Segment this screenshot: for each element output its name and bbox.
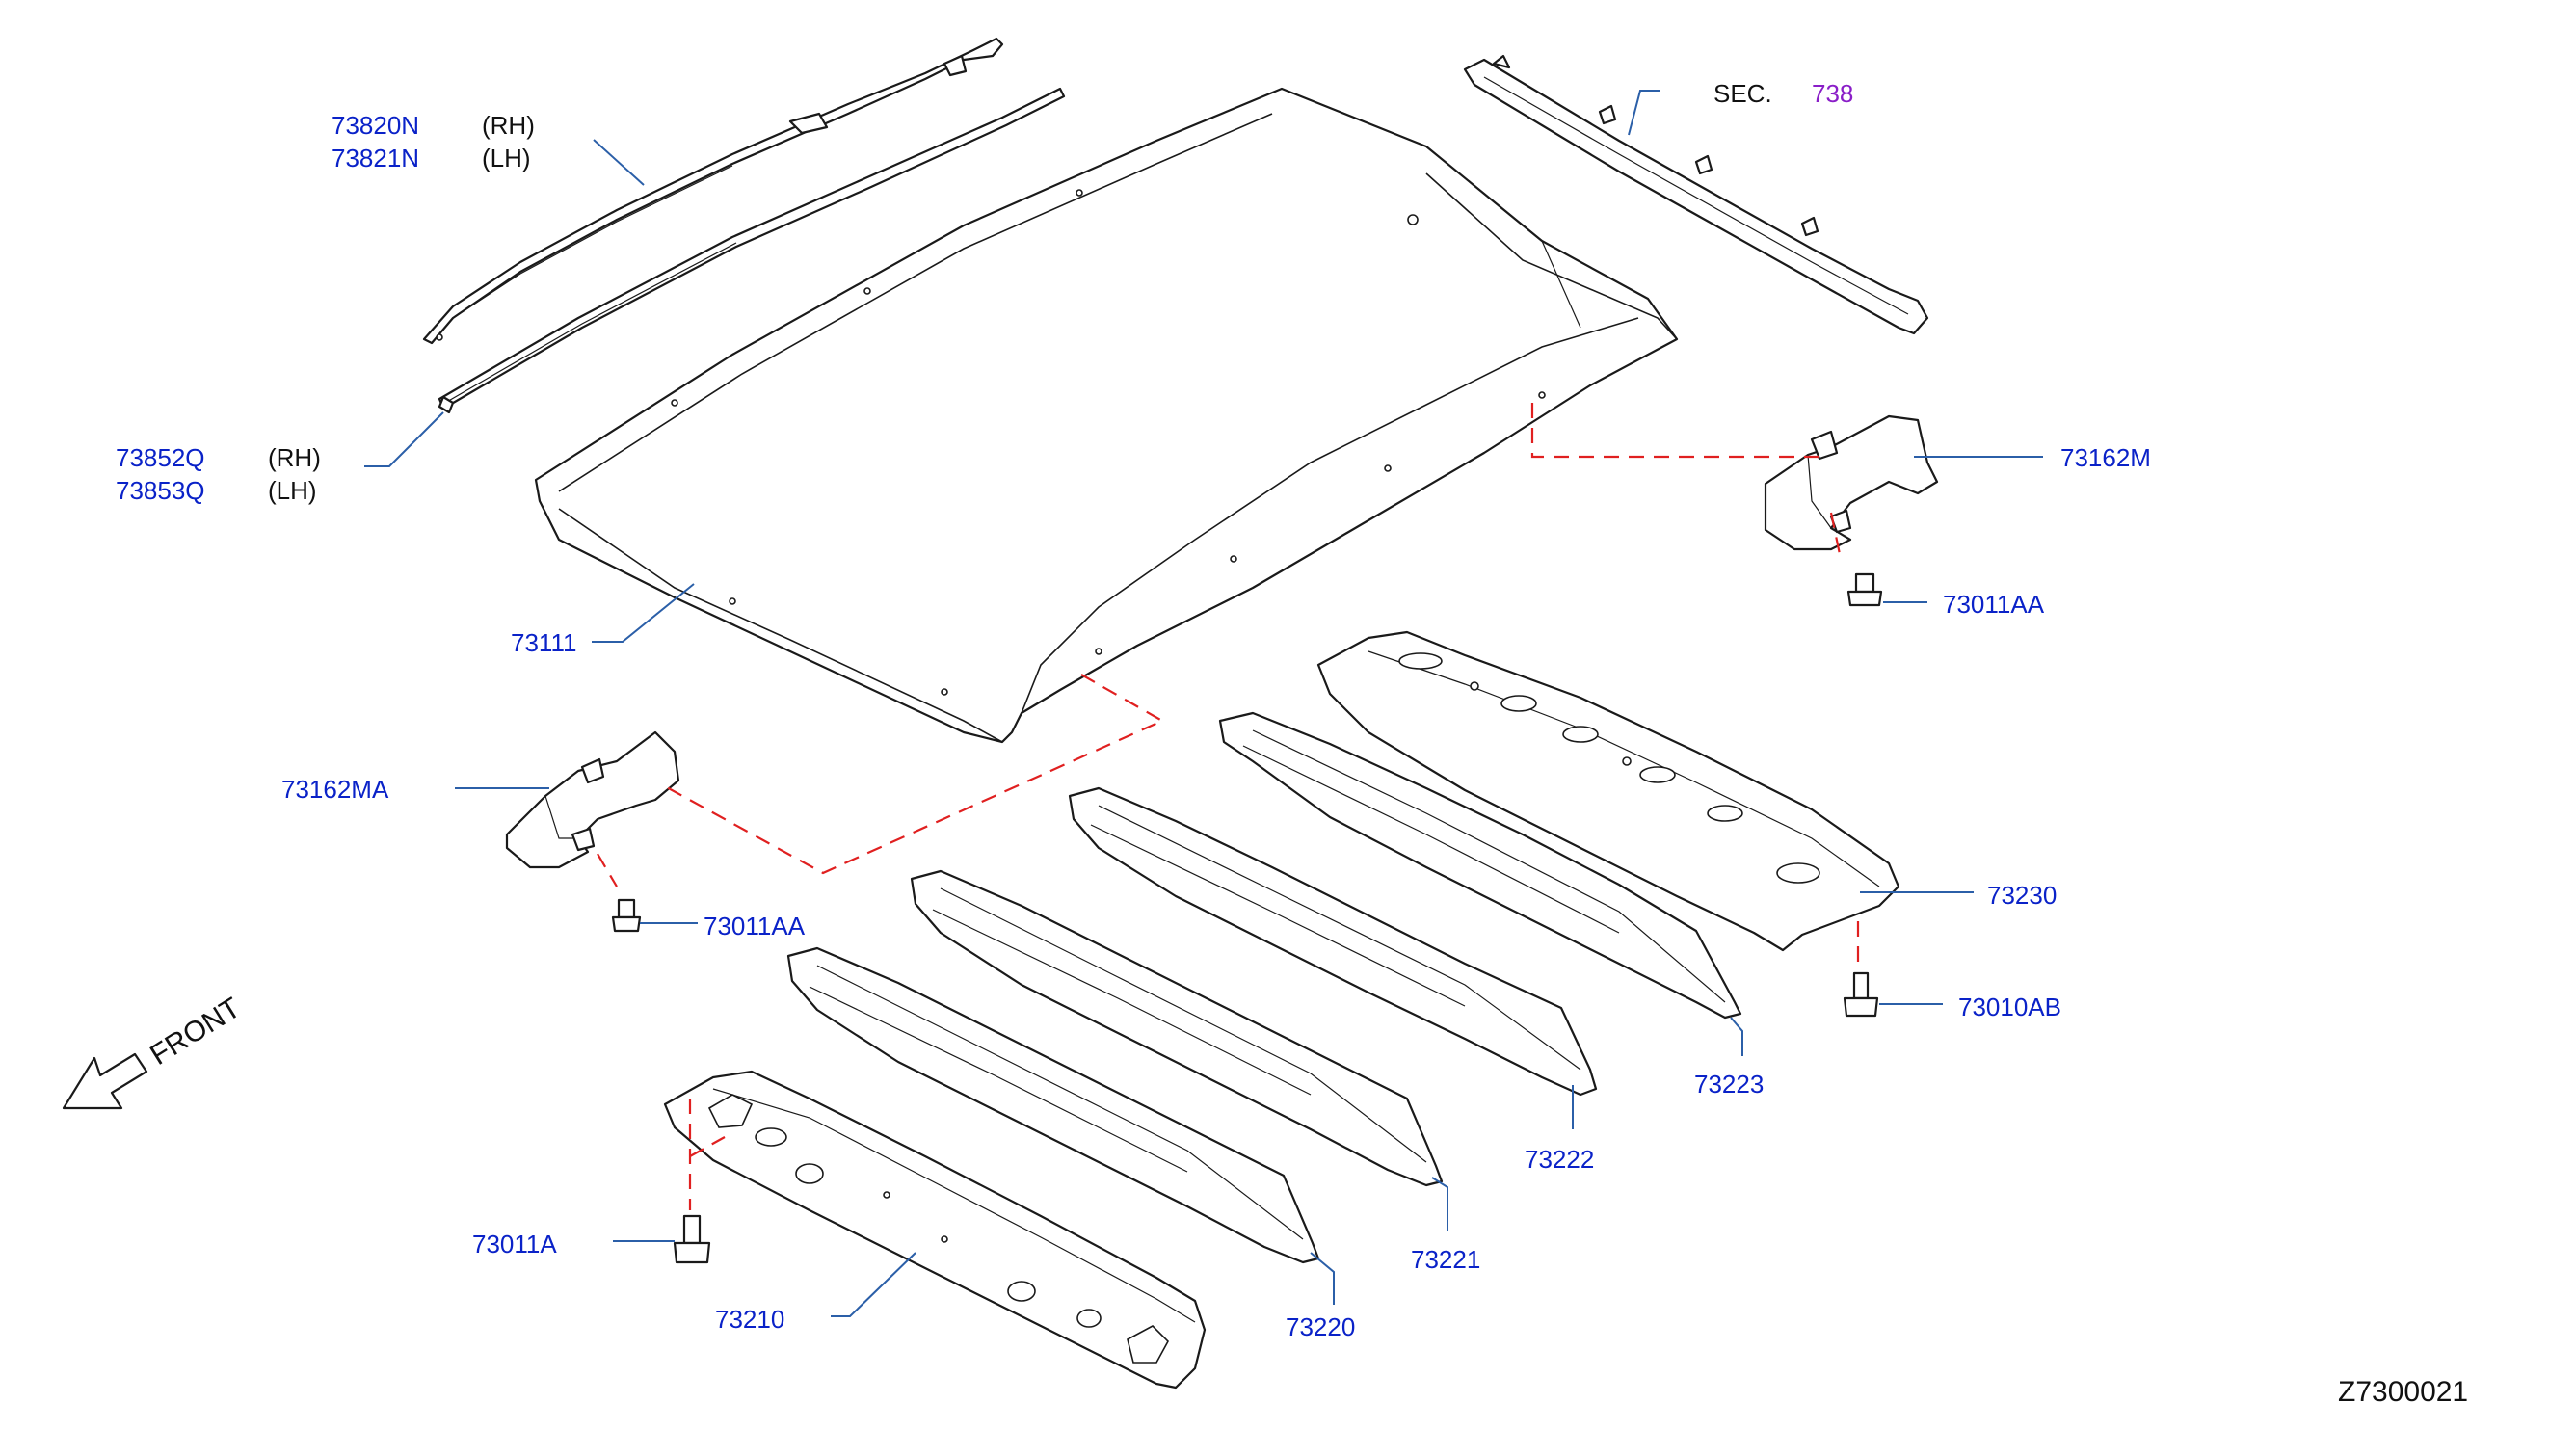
roof-bow-73221-part: [910, 869, 1444, 1187]
roof-bow-73223-part: [1218, 711, 1742, 1020]
label-rail-rh: 73820N: [332, 111, 419, 140]
label-rail-lh: 73821N: [332, 144, 419, 172]
label-rear-rail: 73230: [1987, 881, 2057, 910]
label-bolt-rear: 73011AA: [1943, 590, 2045, 619]
roof-bracket-front-part: [505, 730, 680, 869]
bolt-rail-part: [673, 1214, 711, 1264]
label-molding-rh-side: (RH): [268, 443, 321, 472]
label-bolt-bow: 73010AB: [1958, 993, 2061, 1021]
leader-lines: [364, 90, 2043, 1317]
bolt-front-part: [611, 898, 642, 933]
front-arrow-icon: [62, 1052, 148, 1110]
label-bow-1: 73220: [1286, 1312, 1355, 1341]
diagram-code: Z7300021: [2338, 1376, 2468, 1408]
label-bolt-rail: 73011A: [472, 1230, 557, 1258]
label-molding-rh: 73852Q: [116, 443, 205, 472]
roof-panel-part: [534, 87, 1679, 744]
label-front-rail: 73210: [715, 1305, 784, 1334]
bolt-rear-part: [1846, 572, 1883, 607]
label-bow-2: 73221: [1411, 1245, 1480, 1274]
label-section-prefix: SEC.: [1713, 79, 1772, 108]
roof-bracket-rear-part: [1764, 414, 1939, 551]
roof-bow-73220-part: [786, 946, 1320, 1264]
bolt-bow-part: [1843, 971, 1879, 1018]
label-roof-panel: 73111: [511, 628, 576, 657]
label-rail-lh-side: (LH): [482, 144, 531, 172]
label-rail-rh-side: (RH): [482, 111, 535, 140]
roof-bow-73222-part: [1068, 786, 1598, 1097]
label-bolt-front: 73011AA: [704, 912, 806, 940]
label-section-number: 738: [1812, 79, 1853, 108]
label-bow-4: 73223: [1694, 1070, 1764, 1099]
label-bracket-front: 73162MA: [281, 775, 389, 804]
front-roof-rail-part: [663, 1070, 1207, 1390]
roof-side-rail-part: [422, 37, 1004, 345]
roof-side-reinforcement-part: [1463, 54, 1929, 335]
front-direction-indicator: FRONT: [62, 992, 246, 1110]
front-arrow-label: FRONT: [145, 992, 246, 1072]
label-molding-lh-side: (LH): [268, 476, 317, 505]
roof-drip-molding-part: [438, 87, 1066, 414]
attachment-guides: [597, 403, 1860, 1210]
rear-roof-rail-part: [1316, 630, 1900, 952]
label-bow-3: 73222: [1525, 1145, 1594, 1174]
label-bracket-rear: 73162M: [2060, 443, 2151, 472]
label-molding-lh: 73853Q: [116, 476, 205, 505]
